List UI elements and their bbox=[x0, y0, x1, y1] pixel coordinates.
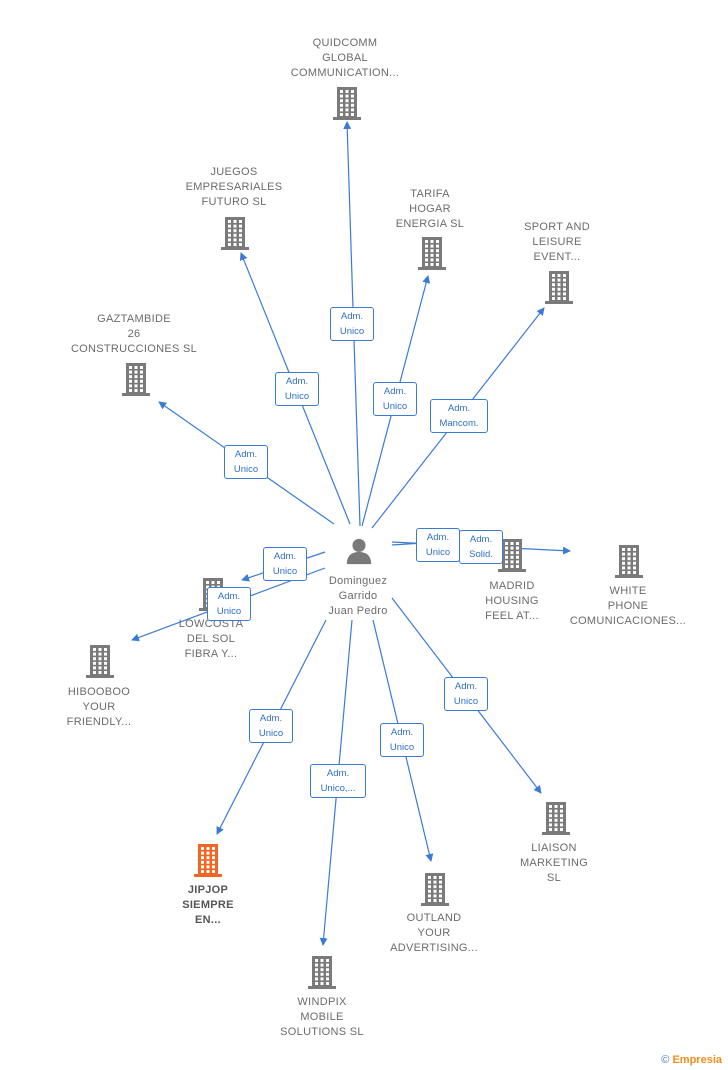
building-icon[interactable] bbox=[416, 235, 448, 271]
company-label-juegos[interactable]: JUEGOS EMPRESARIALES FUTURO SL bbox=[185, 166, 283, 208]
relation-label-gaztambide[interactable]: Adm. Unico bbox=[224, 445, 268, 479]
building-icon[interactable] bbox=[219, 215, 251, 251]
relation-label-jipjop[interactable]: Adm. Unico bbox=[249, 709, 293, 743]
building-icon[interactable] bbox=[120, 361, 152, 397]
building-icon[interactable] bbox=[496, 537, 528, 573]
building-icon[interactable] bbox=[306, 954, 338, 990]
company-label-madrid[interactable]: MADRID HOUSING FEEL AT... bbox=[485, 580, 539, 622]
company-label-outland[interactable]: OUTLAND YOUR ADVERTISING... bbox=[390, 912, 478, 954]
company-label-jipjop[interactable]: JIPJOP SIEMPRE EN... bbox=[182, 884, 234, 926]
company-label-windpix[interactable]: WINDPIX MOBILE SOLUTIONS SL bbox=[280, 996, 364, 1038]
company-label-tarifa[interactable]: TARIFA HOGAR ENERGIA SL bbox=[395, 188, 465, 230]
company-label-lowcosta[interactable]: LOWCOSTA DEL SOL FIBRA Y... bbox=[178, 618, 244, 660]
building-icon[interactable] bbox=[540, 800, 572, 836]
company-label-white[interactable]: WHITE PHONE COMUNICACIONES... bbox=[569, 585, 687, 627]
relation-label-tarifa[interactable]: Adm. Unico bbox=[373, 382, 417, 416]
copyright-symbol: © bbox=[661, 1054, 670, 1066]
building-icon[interactable] bbox=[192, 842, 224, 878]
relation-label-outland[interactable]: Adm. Unico bbox=[380, 723, 424, 757]
building-icon[interactable] bbox=[543, 269, 575, 305]
brand-watermark: © Empresia bbox=[661, 1054, 722, 1066]
brand-name: Empresia bbox=[672, 1054, 722, 1066]
relation-label-windpix[interactable]: Adm. Unico,... bbox=[310, 764, 366, 798]
company-label-gaztambide[interactable]: GAZTAMBIDE 26 CONSTRUCCIONES SL bbox=[70, 313, 198, 355]
relation-label-sport[interactable]: Adm. Mancom. bbox=[430, 399, 488, 433]
relation-label-liaison[interactable]: Adm. Unico bbox=[444, 677, 488, 711]
relation-label-hibooboo[interactable]: Adm. Unico bbox=[207, 587, 251, 621]
relation-label-quidcomm[interactable]: Adm. Unico bbox=[330, 307, 374, 341]
relation-label-white[interactable]: Adm. Solid. bbox=[459, 530, 503, 564]
building-icon[interactable] bbox=[419, 871, 451, 907]
building-icon[interactable] bbox=[84, 643, 116, 679]
relation-label-madrid[interactable]: Adm. Unico bbox=[416, 528, 460, 562]
company-label-hibooboo[interactable]: HIBOOBOO YOUR FRIENDLY... bbox=[66, 686, 132, 728]
company-label-liaison[interactable]: LIAISON MARKETING SL bbox=[519, 842, 589, 884]
relation-label-juegos[interactable]: Adm. Unico bbox=[275, 372, 319, 406]
company-label-sport[interactable]: SPORT AND LEISURE EVENT... bbox=[524, 221, 590, 263]
building-icon[interactable] bbox=[613, 543, 645, 579]
company-label-quidcomm[interactable]: QUIDCOMM GLOBAL COMMUNICATION... bbox=[290, 37, 400, 79]
building-icon[interactable] bbox=[331, 85, 363, 121]
person-icon bbox=[346, 538, 372, 565]
relation-label-lowcosta[interactable]: Adm. Unico bbox=[263, 547, 307, 581]
person-name: Dominguez Garrido Juan Pedro bbox=[328, 575, 388, 617]
